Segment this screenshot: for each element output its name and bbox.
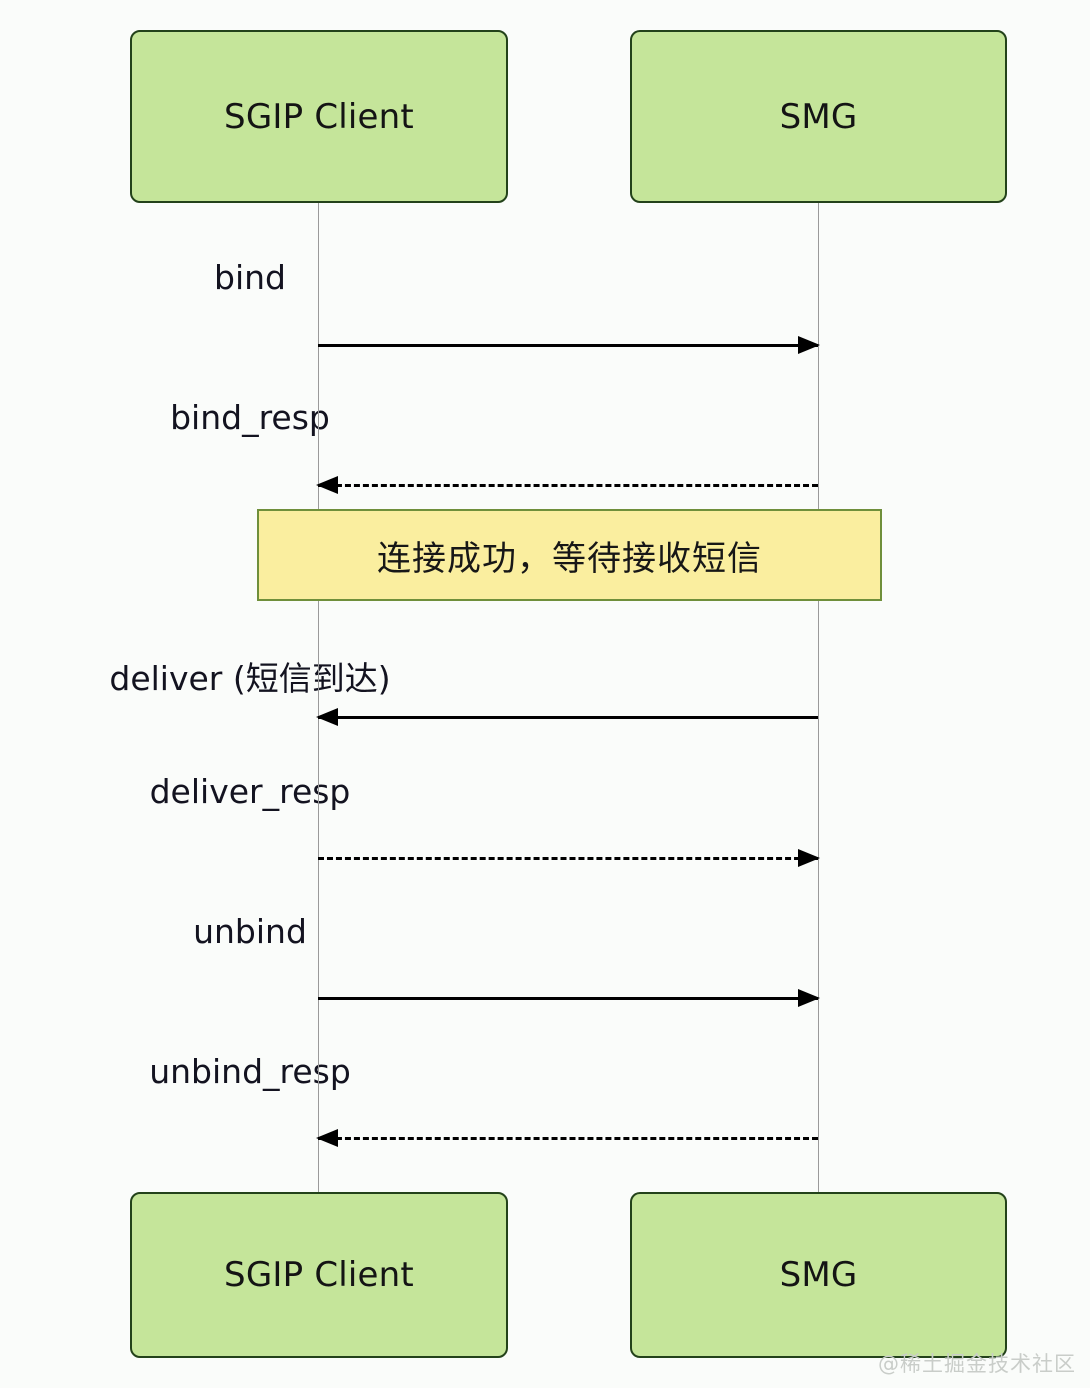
message-label-bind-resp: bind_resp	[170, 398, 330, 437]
message-label-deliver: deliver (短信到达)	[109, 659, 391, 698]
arrowhead-right-icon-deliver-resp	[798, 849, 820, 867]
lifeline-sgip-client	[318, 203, 319, 1192]
participant-label-smg-top: SMG	[779, 96, 858, 137]
message-line-bind	[318, 344, 818, 347]
arrowhead-left-icon-unbind-resp	[316, 1129, 338, 1147]
arrowhead-left-icon-deliver	[316, 708, 338, 726]
message-line-bind-resp	[318, 484, 818, 487]
participant-box-sgip-client-top[interactable]: SGIP Client	[130, 30, 508, 203]
participant-label-smg-bottom: SMG	[779, 1255, 858, 1295]
watermark-text: @稀土掘金技术社区	[878, 1352, 1076, 1376]
message-line-deliver-resp	[318, 857, 818, 860]
participant-label-sgip-client-top: SGIP Client	[224, 96, 414, 137]
note-box-connection-success[interactable]: 连接成功，等待接收短信	[257, 509, 882, 601]
arrowhead-right-icon-unbind	[798, 989, 820, 1007]
arrowhead-right-icon-bind	[798, 336, 820, 354]
message-label-unbind-resp: unbind_resp	[149, 1052, 351, 1091]
participant-box-smg-bottom[interactable]: SMG	[630, 1192, 1007, 1358]
message-line-unbind-resp	[318, 1137, 818, 1140]
message-label-deliver-resp: deliver_resp	[149, 772, 351, 811]
participant-label-sgip-client-bottom: SGIP Client	[224, 1255, 414, 1295]
message-line-unbind	[318, 997, 818, 1000]
participant-box-sgip-client-bottom[interactable]: SGIP Client	[130, 1192, 508, 1358]
message-line-deliver	[318, 716, 818, 719]
note-box-text: 连接成功，等待接收短信	[377, 538, 762, 579]
lifeline-smg	[818, 203, 819, 1192]
message-label-bind: bind	[214, 258, 286, 297]
participant-box-smg-top[interactable]: SMG	[630, 30, 1007, 203]
message-label-unbind: unbind	[193, 912, 307, 951]
arrowhead-left-icon-bind-resp	[316, 476, 338, 494]
